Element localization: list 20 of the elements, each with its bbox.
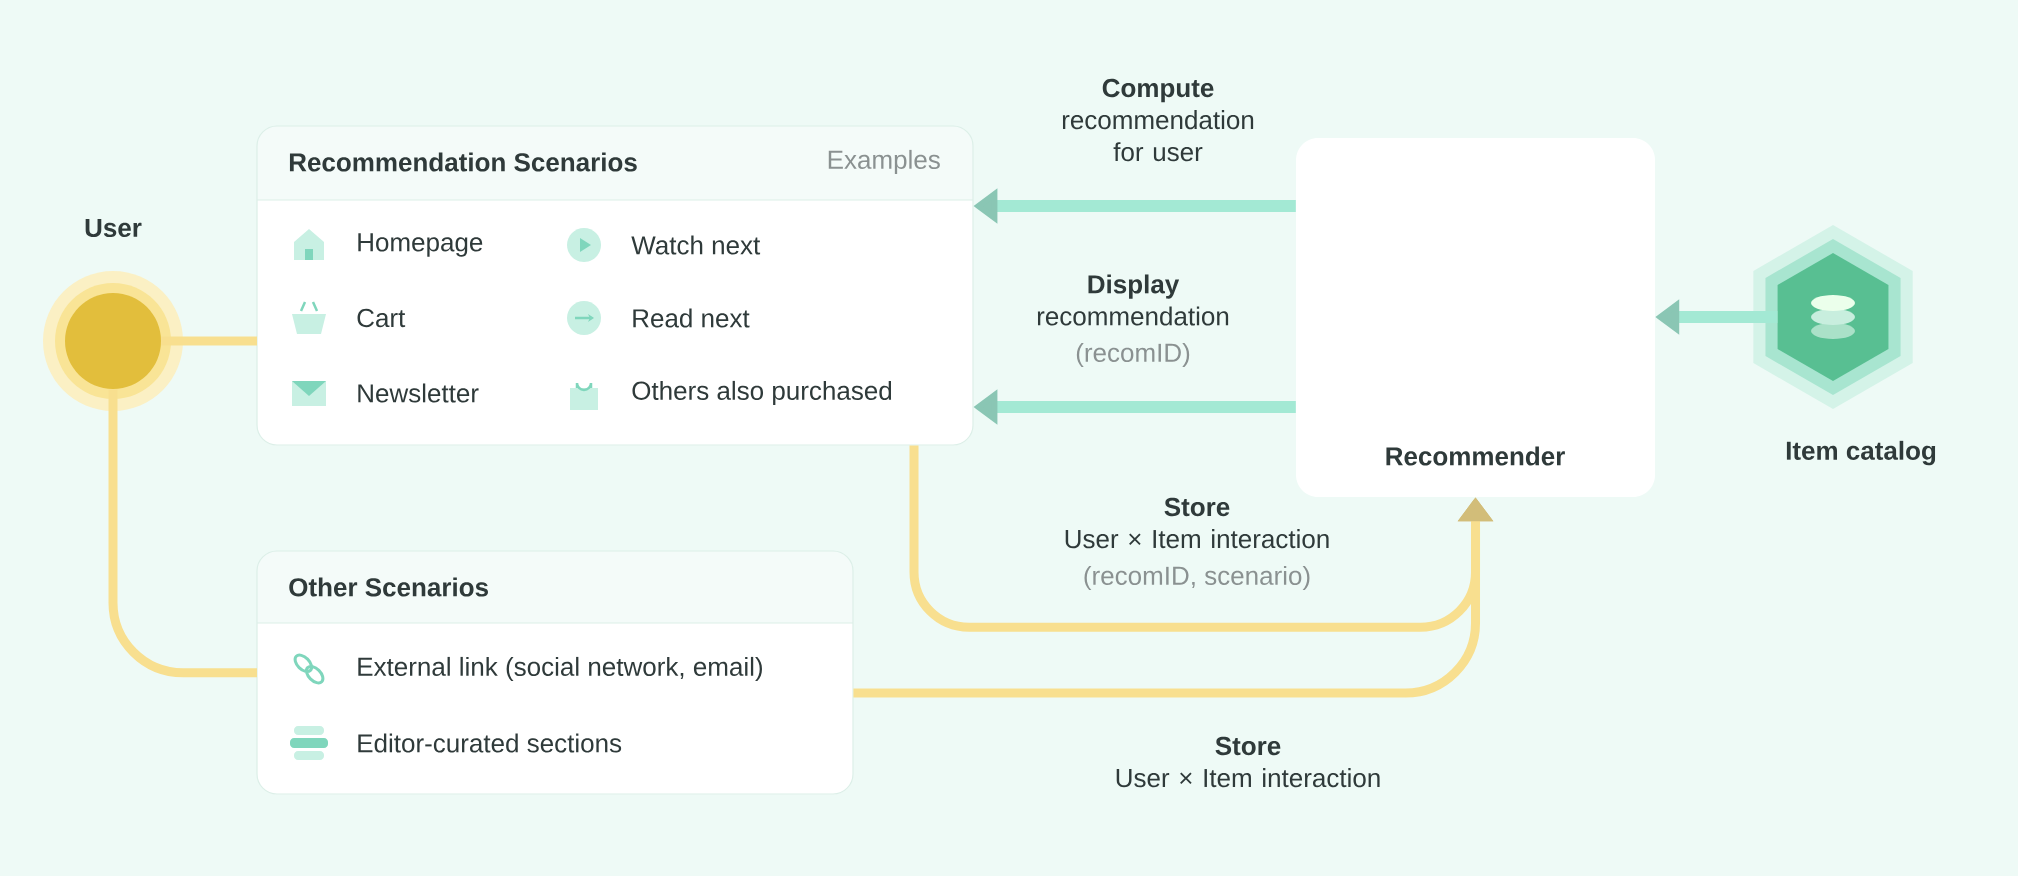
card-note: Examples [828,149,940,175]
item-label: Newsletter [358,383,479,403]
node-label: Recommender [1386,446,1565,466]
edge-label: Display recommendation [1037,274,1229,326]
edge-label: Store User × Item interaction [1065,497,1329,549]
card-heading: Recommendation Scenarios [289,152,637,172]
item-label: Homepage [358,233,483,257]
item-label: Cart [357,308,406,328]
edge-label: Compute recommendation for user [1062,78,1254,162]
item-label: Watch next [631,235,761,255]
note-text: (recomID) [1076,342,1190,368]
edge-label: Store User × Item interaction [1116,736,1380,788]
note-text: (recomID, scenario) [1084,565,1310,591]
item-label: Editor-curated sections [358,733,622,753]
item-label: External link (social network, email) [358,656,762,682]
card-heading: Other Scenarios [289,577,488,597]
node-label: Item catalog [1786,440,1936,466]
item-label: Others also purchased [632,380,892,406]
item-label: Read next [633,308,750,328]
node-label: User [85,218,142,238]
